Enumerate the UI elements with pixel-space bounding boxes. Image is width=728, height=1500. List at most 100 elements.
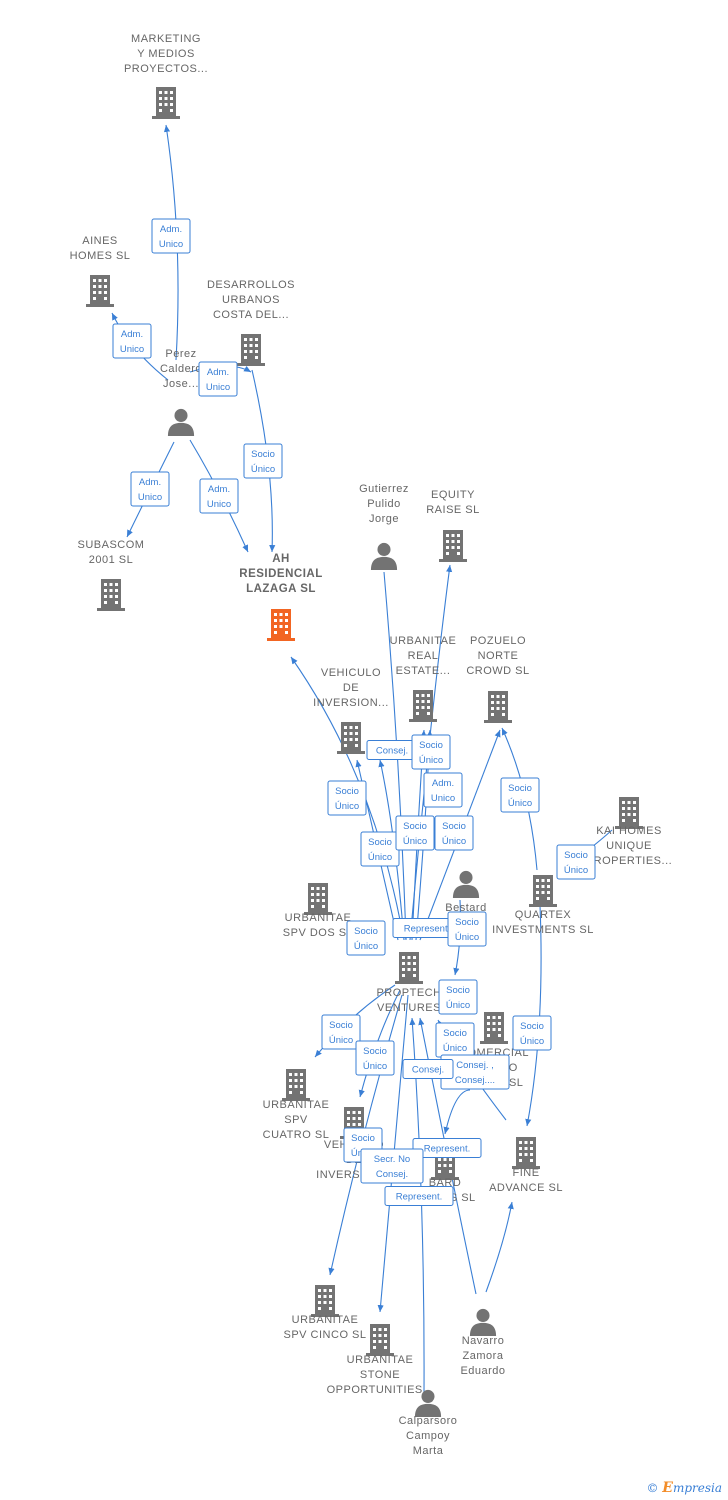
relation-text: Socio	[455, 917, 479, 928]
building-icon	[311, 1285, 339, 1317]
relation-text: Único	[520, 1036, 544, 1047]
node-label: Marta	[413, 1445, 444, 1457]
building-icon	[439, 530, 467, 562]
node-label: ADVANCE SL	[489, 1182, 563, 1194]
relation-box	[112, 323, 152, 359]
relation-text: Unico	[431, 793, 455, 804]
node-label: Campoy	[406, 1430, 450, 1442]
node-label: AINES	[82, 235, 118, 247]
node-label: URBANITAE	[347, 1354, 414, 1366]
relation-text: Adm.	[139, 477, 161, 488]
node-vehiculo1[interactable]: VEHICULODEINVERSION...	[313, 667, 389, 754]
brand-name: mpresia	[672, 1481, 722, 1495]
node-label: PROPTECH	[376, 987, 441, 999]
node-label: Y MEDIOS	[137, 48, 195, 60]
relation-box	[327, 780, 367, 816]
node-kai[interactable]: KAI HOMESUNIQUEPROPERTIES...	[586, 797, 672, 867]
relation-text: Represent.	[424, 1144, 470, 1155]
relation-label: Represent.	[384, 1186, 454, 1206]
relation-text: Único	[363, 1061, 387, 1072]
relations-layer: Adm.UnicoAdm.UnicoAdm.UnicoSocioÚnicoAdm…	[112, 218, 596, 1206]
node-urbanitae-real[interactable]: URBANITAEREALESTATE...	[390, 635, 457, 722]
node-label: Zamora	[463, 1350, 504, 1362]
relation-box	[423, 772, 463, 808]
node-label: AH	[272, 553, 290, 565]
relation-label: Adm.Unico	[198, 361, 238, 397]
building-icon	[409, 690, 437, 722]
relation-text: Unico	[206, 382, 230, 393]
node-label: SPV CINCO SL	[283, 1329, 366, 1341]
relation-box	[556, 844, 596, 880]
relation-text: Único	[335, 801, 359, 812]
relation-text: Socio	[508, 783, 532, 794]
relation-text: Único	[443, 1043, 467, 1054]
relation-text: Único	[354, 941, 378, 952]
node-label: SPV DOS SL	[283, 927, 353, 939]
relation-box	[412, 1138, 482, 1158]
relation-box	[411, 734, 451, 770]
relation-box	[447, 911, 487, 947]
node-label: Jose...	[163, 378, 199, 390]
node-proptech[interactable]: PROPTECH VENTURES	[376, 952, 441, 1014]
relation-label: Adm.Unico	[423, 772, 463, 808]
relation-text: Único	[508, 798, 532, 809]
node-label: VEHICULO	[321, 667, 381, 679]
node-label: EQUITY	[431, 489, 475, 501]
node-label: INVESTMENTS SL	[492, 924, 594, 936]
node-label: REAL	[408, 650, 439, 662]
node-perez[interactable]: PerezCalderoJose...	[160, 348, 202, 436]
building-icon	[512, 1137, 540, 1169]
relation-text: Socio	[403, 821, 427, 832]
building-icon	[337, 722, 365, 754]
node-label: Navarro	[462, 1335, 505, 1347]
node-label: PROPERTIES...	[586, 855, 672, 867]
node-stone[interactable]: URBANITAESTONEOPPORTUNITIES...	[327, 1324, 434, 1396]
relation-label: Consej.	[366, 740, 418, 760]
relation-text: Único	[329, 1035, 353, 1046]
person-icon	[167, 408, 195, 436]
relation-box	[151, 218, 191, 254]
relation-text: Represent.	[404, 924, 450, 935]
node-label: PROYECTOS...	[124, 63, 208, 75]
relation-text: Único	[446, 1000, 470, 1011]
relation-text: Socio	[335, 786, 359, 797]
person-icon	[452, 870, 480, 898]
edge-26	[485, 1201, 514, 1293]
relation-text: Consej. ,	[456, 1060, 494, 1071]
relation-box	[321, 1014, 361, 1050]
relation-text: Socio	[251, 449, 275, 460]
relation-label: Consej.	[402, 1059, 454, 1079]
edges-layer	[111, 124, 613, 1396]
building-icon	[484, 691, 512, 723]
node-label: VENTURES	[377, 1002, 441, 1014]
relation-text: Socio	[443, 1028, 467, 1039]
node-label: SPV	[284, 1114, 308, 1126]
relation-text: Socio	[564, 850, 588, 861]
node-label: NORTE	[478, 650, 519, 662]
